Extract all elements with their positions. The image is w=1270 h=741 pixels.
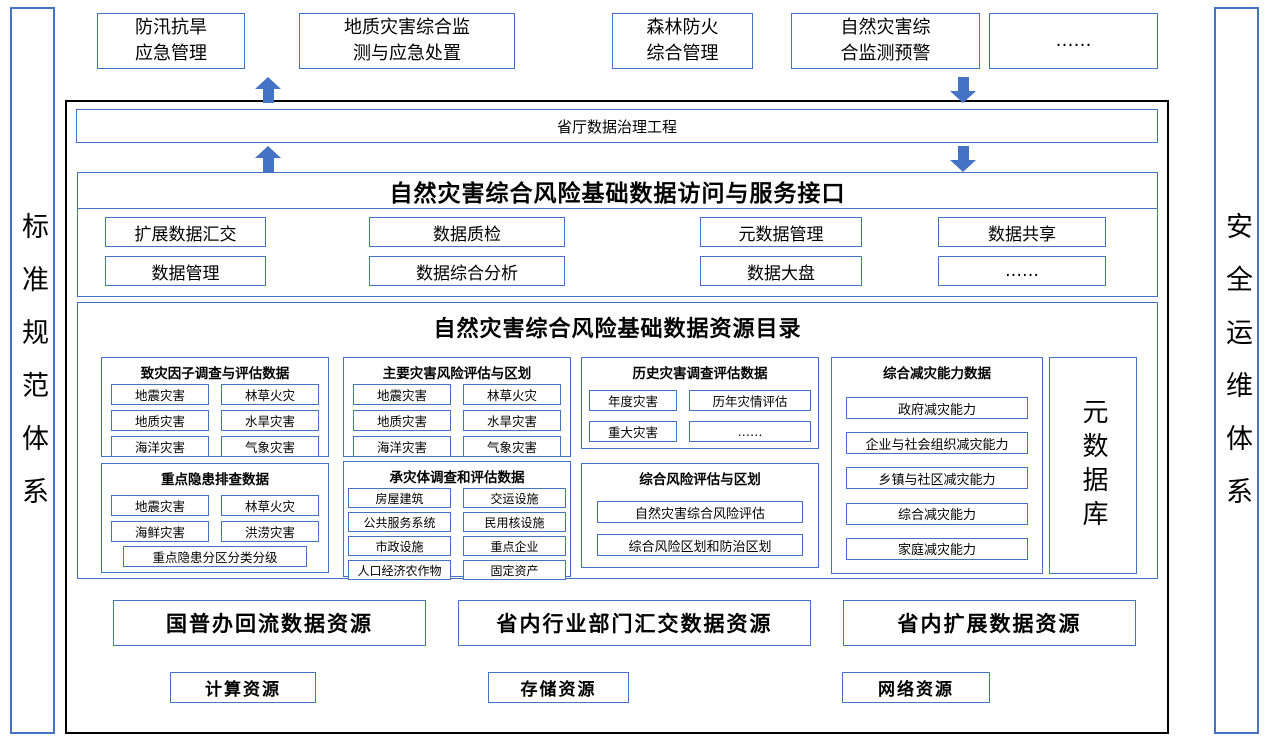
right-security-label: 安全运维体系: [1221, 211, 1252, 530]
group-title: 综合减灾能力数据: [883, 366, 991, 382]
infra-network-resources: 网络资源: [842, 672, 990, 703]
down-arrow-icon: [950, 146, 976, 172]
service-more: ……: [938, 256, 1106, 286]
metadata-database: 元数据库: [1049, 357, 1137, 574]
data-item: 水旱灾害: [463, 410, 561, 431]
service-data-quality-check: 数据质检: [369, 217, 565, 247]
data-item: 水旱灾害: [221, 410, 319, 431]
up-arrow-icon: [255, 77, 281, 103]
group-items: 房屋建筑 交运设施 公共服务系统 民用核设施 市政设施 重点企业 人口经济农作物…: [344, 488, 570, 580]
source-national-census-backflow: 国普办回流数据资源: [113, 600, 426, 646]
group-title: 致灾因子调查与评估数据: [140, 366, 290, 382]
services-section: 扩展数据汇交 数据质检 元数据管理 数据共享 数据管理 数据综合分析 数据大盘 …: [77, 208, 1158, 297]
group-hazard-factors: 致灾因子调查与评估数据 地震灾害 林草火灾 地质灾害 水旱灾害 海洋灾害 气象灾…: [101, 357, 329, 457]
data-item: 洪涝灾害: [221, 520, 319, 542]
data-item: 林草火灾: [221, 384, 319, 405]
source-provincial-department-submission: 省内行业部门汇交数据资源: [458, 600, 811, 646]
group-title: 综合风险评估与区划: [639, 472, 761, 488]
group-items: 地震灾害 林草火灾 地质灾害 水旱灾害 海洋灾害 气象灾害: [344, 384, 570, 457]
left-standards-label: 标准规范体系: [17, 211, 48, 530]
source-provincial-extended: 省内扩展数据资源: [843, 600, 1136, 646]
group-title: 主要灾害风险评估与区划: [382, 366, 532, 382]
right-security-bar: 安全运维体系: [1214, 7, 1259, 734]
data-item: ……: [689, 421, 811, 443]
top-app-forest-fire: 森林防火 综合管理: [612, 13, 753, 69]
data-item: 企业与社会组织减灾能力: [846, 432, 1028, 455]
group-comprehensive-risk: 综合风险评估与区划 自然灾害综合风险评估 综合风险区划和防治区划: [581, 463, 819, 568]
data-item: 气象灾害: [463, 436, 561, 457]
data-item: 人口经济农作物: [348, 560, 451, 580]
data-item: 乡镇与社区减灾能力: [846, 467, 1028, 490]
group-title: 重点隐患排查数据: [161, 472, 269, 488]
group-title: 承灾体调查和评估数据: [389, 470, 525, 486]
group-reduction-capacity: 综合减灾能力数据 政府减灾能力 企业与社会组织减灾能力 乡镇与社区减灾能力 综合…: [831, 357, 1043, 574]
data-item: 地质灾害: [111, 410, 209, 431]
group-bearing-body: 承灾体调查和评估数据 房屋建筑 交运设施 公共服务系统 民用核设施 市政设施 重…: [343, 461, 571, 580]
data-item: 家庭减灾能力: [846, 537, 1028, 560]
data-item: 重点隐患分区分类分级: [123, 546, 307, 568]
metadata-database-label: 元数据库: [1078, 397, 1108, 534]
data-item: 海鲜灾害: [111, 520, 209, 542]
data-item: 政府减灾能力: [846, 397, 1028, 420]
service-metadata-management: 元数据管理: [700, 217, 862, 247]
data-item: 综合减灾能力: [846, 502, 1028, 525]
data-item: 地震灾害: [111, 494, 209, 516]
data-item: 公共服务系统: [348, 512, 451, 532]
data-item: 海洋灾害: [353, 436, 451, 457]
data-item: 地质灾害: [353, 410, 451, 431]
up-arrow-icon: [255, 146, 281, 172]
resource-catalog-title: 自然灾害综合风险基础数据资源目录: [433, 317, 802, 342]
data-item: 历年灾情评估: [689, 389, 811, 411]
group-items: 自然灾害综合风险评估 综合风险区划和防治区划: [582, 490, 818, 567]
group-historical: 历史灾害调查评估数据 年度灾害 历年灾情评估 重大灾害 ……: [581, 357, 819, 449]
infra-storage-resources: 存储资源: [488, 672, 629, 703]
service-data-dashboard: 数据大盘: [700, 256, 862, 286]
top-app-more: ……: [989, 13, 1158, 69]
governance-bar: 省厅数据治理工程: [76, 109, 1158, 143]
left-standards-bar: 标准规范体系: [10, 7, 55, 734]
group-items: 地震灾害 林草火灾 地质灾害 水旱灾害 海洋灾害 气象灾害: [102, 384, 328, 457]
group-items: 地震灾害 林草火灾 海鲜灾害 洪涝灾害 重点隐患分区分类分级: [102, 490, 328, 572]
data-item: 年度灾害: [589, 389, 677, 411]
data-item: 林草火灾: [463, 384, 561, 405]
data-item: 自然灾害综合风险评估: [597, 501, 803, 523]
group-items: 政府减灾能力 企业与社会组织减灾能力 乡镇与社区减灾能力 综合减灾能力 家庭减灾…: [832, 384, 1042, 573]
service-data-sharing: 数据共享: [938, 217, 1106, 247]
group-major-risk: 主要灾害风险评估与区划 地震灾害 林草火灾 地质灾害 水旱灾害 海洋灾害 气象灾…: [343, 357, 571, 457]
data-item: 地震灾害: [111, 384, 209, 405]
data-item: 综合风险区划和防治区划: [597, 534, 803, 556]
data-item: 重大灾害: [589, 421, 677, 443]
infra-computing-resources: 计算资源: [170, 672, 316, 703]
data-item: 海洋灾害: [111, 436, 209, 457]
data-item: 重点企业: [463, 536, 566, 556]
data-item: 交运设施: [463, 488, 566, 508]
service-data-management: 数据管理: [105, 256, 266, 286]
data-item: 林草火灾: [221, 494, 319, 516]
data-item: 民用核设施: [463, 512, 566, 532]
service-extended-data-submission: 扩展数据汇交: [105, 217, 266, 247]
data-item: 固定资产: [463, 560, 566, 580]
group-hidden-danger: 重点隐患排查数据 地震灾害 林草火灾 海鲜灾害 洪涝灾害 重点隐患分区分类分级: [101, 463, 329, 573]
data-item: 地震灾害: [353, 384, 451, 405]
top-app-geological: 地质灾害综合监 测与应急处置: [299, 13, 515, 69]
resource-catalog-section: 自然灾害综合风险基础数据资源目录 致灾因子调查与评估数据 地震灾害 林草火灾 地…: [77, 302, 1158, 580]
data-item: 房屋建筑: [348, 488, 451, 508]
top-app-monitor-warning: 自然灾害综 合监测预警: [791, 13, 980, 69]
group-title: 历史灾害调查评估数据: [632, 366, 768, 382]
service-comprehensive-analysis: 数据综合分析: [369, 256, 565, 286]
data-item: 气象灾害: [221, 436, 319, 457]
data-item: 市政设施: [348, 536, 451, 556]
group-items: 年度灾害 历年灾情评估 重大灾害 ……: [582, 384, 818, 448]
top-app-flood-drought: 防汛抗旱 应急管理: [97, 13, 245, 69]
down-arrow-icon: [950, 77, 976, 103]
service-interface-header: 自然灾害综合风险基础数据访问与服务接口: [77, 172, 1158, 209]
